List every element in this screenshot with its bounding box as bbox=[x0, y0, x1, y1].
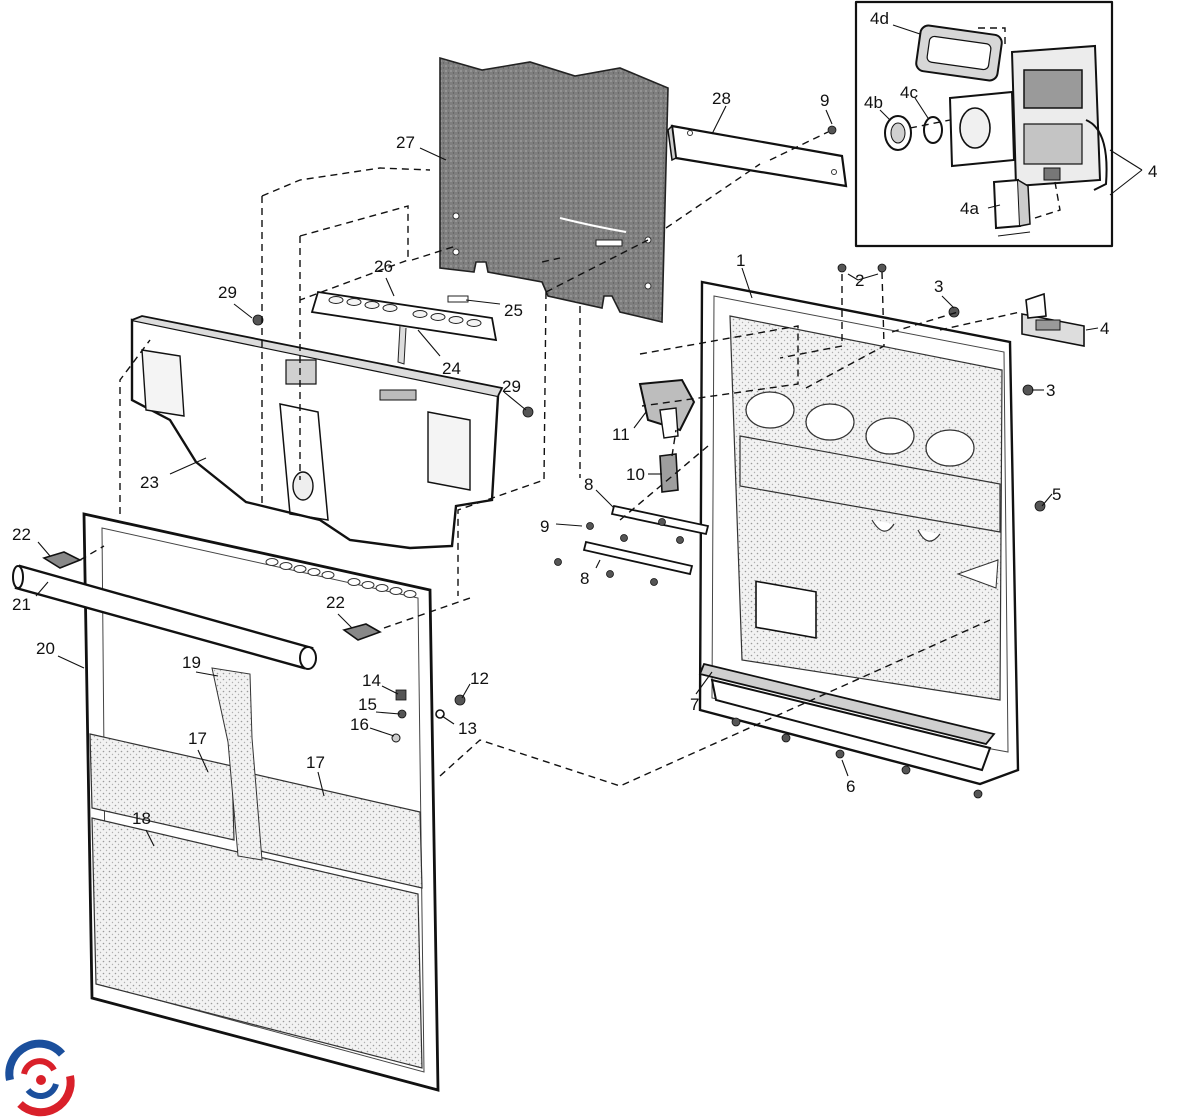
screw-5 bbox=[1034, 500, 1046, 512]
label-part-15: 15 bbox=[358, 695, 377, 714]
label-part-25: 25 bbox=[504, 301, 523, 320]
label-part-4a: 4a bbox=[960, 199, 979, 218]
label-part-22-left: 22 bbox=[12, 525, 31, 544]
label-part-2: 2 bbox=[855, 271, 864, 290]
part-11-latch bbox=[638, 378, 696, 439]
screw-2a bbox=[837, 263, 847, 273]
label-part-14: 14 bbox=[362, 671, 381, 690]
part-8-rail-lower bbox=[582, 540, 694, 576]
label-part-10: 10 bbox=[626, 465, 645, 484]
label-part-3-side: 3 bbox=[1046, 381, 1055, 400]
part-1-inner-door bbox=[698, 280, 1020, 786]
part-4c-ring bbox=[923, 116, 943, 144]
part-17-pad-left bbox=[89, 733, 235, 841]
label-part-29-left: 29 bbox=[218, 283, 237, 302]
swirl-logo-icon bbox=[4, 1039, 76, 1117]
label-part-17-left: 17 bbox=[188, 729, 207, 748]
part-10-switch bbox=[659, 453, 679, 493]
label-part-20: 20 bbox=[36, 639, 55, 658]
label-part-1: 1 bbox=[736, 251, 745, 270]
screw-3-side bbox=[1022, 384, 1034, 396]
part-25-label bbox=[447, 295, 469, 303]
part-7-bottom-trim bbox=[698, 662, 996, 772]
label-part-12: 12 bbox=[470, 669, 489, 688]
label-part-11: 11 bbox=[612, 425, 630, 444]
part-28-bracket bbox=[667, 124, 848, 188]
part-26-overlay bbox=[310, 290, 498, 365]
label-part-8-lower: 8 bbox=[580, 569, 589, 588]
label-part-26: 26 bbox=[374, 257, 393, 276]
assembly-lines bbox=[79, 131, 1021, 787]
label-part-9-top: 9 bbox=[820, 91, 829, 110]
part-20-outer-door bbox=[82, 512, 440, 1092]
label-part-5: 5 bbox=[1052, 485, 1061, 504]
inset-box bbox=[854, 0, 1143, 248]
screw-3-top bbox=[948, 306, 960, 318]
part-27-insulation bbox=[439, 56, 669, 324]
screw-9-top bbox=[827, 125, 837, 135]
label-part-9-mid: 9 bbox=[540, 517, 549, 536]
label-part-28: 28 bbox=[712, 89, 731, 108]
label-part-24: 24 bbox=[442, 359, 461, 378]
label-part-17-right: 17 bbox=[306, 753, 325, 772]
screw-29-left bbox=[252, 314, 264, 326]
part-4d-gasket bbox=[915, 24, 1003, 82]
part-4-dispenser-small bbox=[1021, 292, 1085, 347]
screws-9 bbox=[554, 518, 684, 586]
screw-2b bbox=[877, 263, 887, 273]
part-21-handle bbox=[12, 564, 317, 670]
part-4b-knob bbox=[884, 115, 912, 151]
label-part-4b: 4b bbox=[864, 93, 883, 112]
part-24-cable bbox=[397, 325, 407, 365]
label-part-23: 23 bbox=[140, 473, 159, 492]
part-4a-bracket bbox=[992, 178, 1031, 237]
part-23-control-panel bbox=[130, 315, 504, 550]
part-19-cable bbox=[211, 667, 263, 861]
label-part-4d: 4d bbox=[870, 9, 889, 28]
part-labels: 1 2 3 3 4 4 4a 4b 4c 4d 5 6 7 8 8 9 9 10… bbox=[12, 9, 1157, 828]
screws-6 bbox=[731, 717, 983, 799]
part-22-cap-left bbox=[42, 551, 82, 569]
part-22-cap-right bbox=[342, 623, 382, 641]
label-part-3-top: 3 bbox=[934, 277, 943, 296]
label-part-7: 7 bbox=[690, 695, 699, 714]
label-part-22-right: 22 bbox=[326, 593, 345, 612]
label-part-4c: 4c bbox=[900, 83, 918, 102]
label-part-27: 27 bbox=[396, 133, 415, 152]
label-part-29-right: 29 bbox=[502, 377, 521, 396]
part-18-pad bbox=[91, 817, 423, 1069]
label-part-8-upper: 8 bbox=[584, 475, 593, 494]
label-part-19: 19 bbox=[182, 653, 201, 672]
part-4-dispenser bbox=[948, 44, 1108, 191]
label-part-4-side: 4 bbox=[1100, 319, 1109, 338]
label-part-18: 18 bbox=[132, 809, 151, 828]
label-part-16: 16 bbox=[350, 715, 369, 734]
leader-lines bbox=[35, 105, 1099, 847]
label-part-21: 21 bbox=[12, 595, 31, 614]
label-part-4-inset: 4 bbox=[1148, 162, 1157, 181]
label-part-6: 6 bbox=[846, 777, 855, 796]
label-part-13: 13 bbox=[458, 719, 477, 738]
